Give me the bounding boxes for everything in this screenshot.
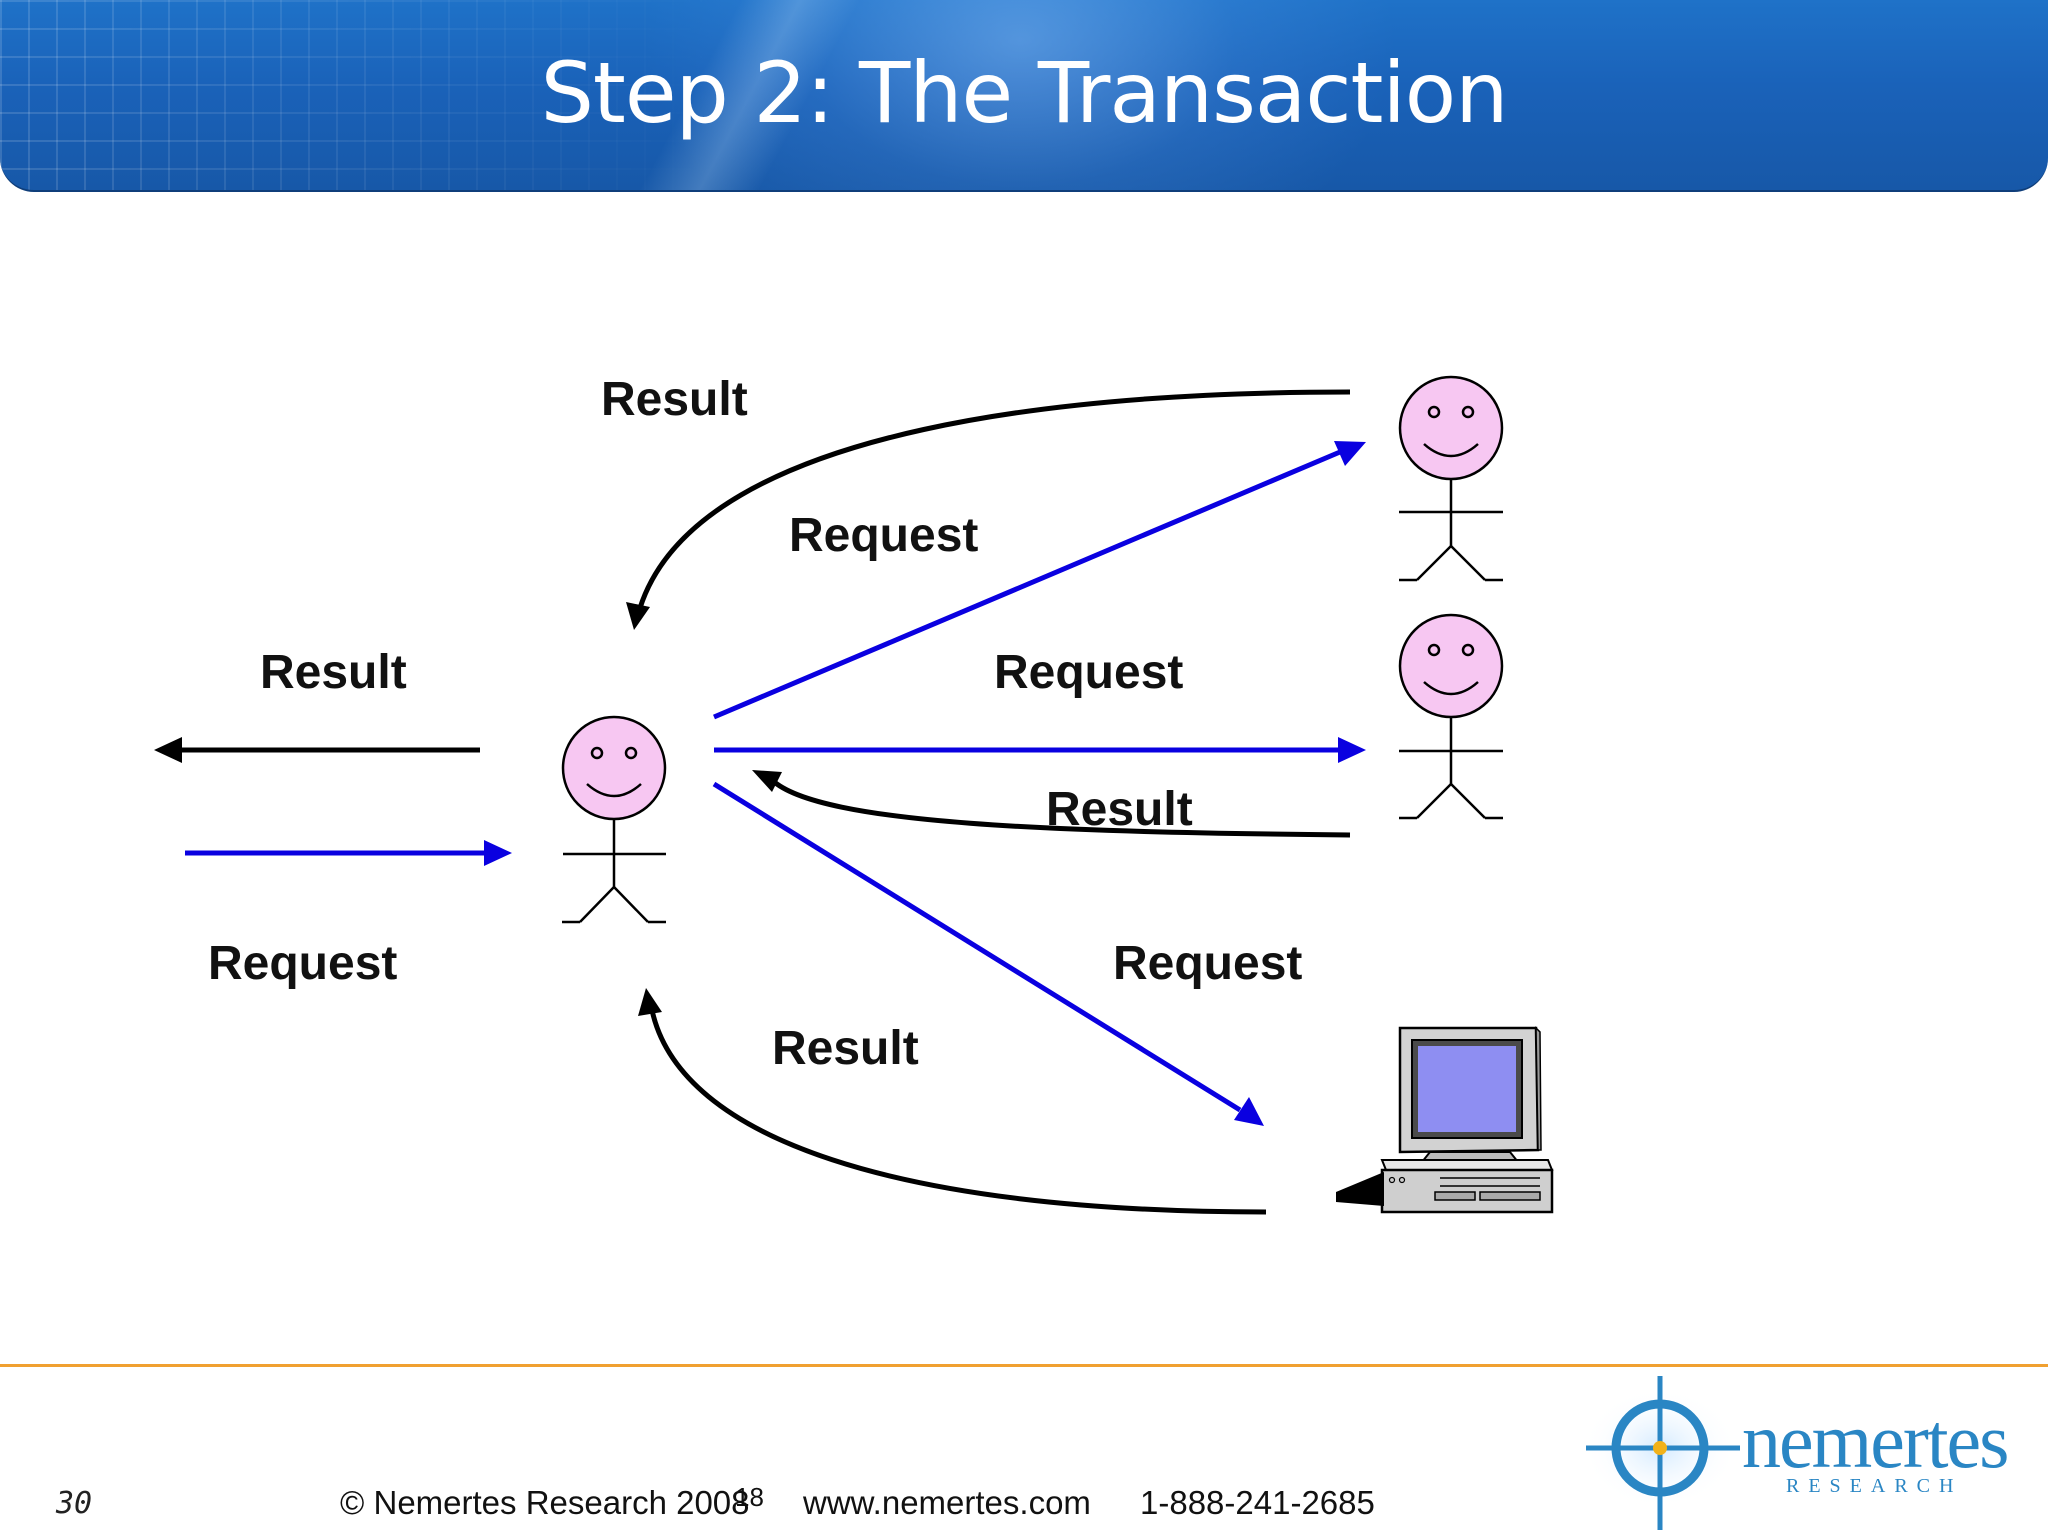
label-result-bottom: Result — [772, 1022, 919, 1075]
overlay-page-number: 18 — [735, 1482, 764, 1512]
middle-right-person-icon — [1398, 613, 1504, 820]
footer-copyright: © Nemertes Research 2008 — [340, 1484, 750, 1521]
arrow-request-middle — [714, 737, 1366, 763]
slide-number: 30 — [56, 1486, 93, 1521]
footer-url: www.nemertes.com — [803, 1484, 1091, 1521]
arrow-request-lower — [712, 781, 1264, 1126]
arrow-result-left — [154, 737, 480, 763]
label-request-lower: Request — [1113, 937, 1303, 990]
label-request-upper: Request — [789, 509, 979, 562]
title-grid-decoration — [0, 0, 720, 190]
label-request-middle: Request — [994, 646, 1184, 699]
arrow-result-middle — [752, 770, 1351, 838]
arrow-request-left — [185, 840, 512, 866]
label-result-middle: Result — [1046, 783, 1193, 836]
footer-phone: 1-888-241-2685 — [1140, 1484, 1375, 1521]
arrow-request-upper — [713, 441, 1366, 720]
title-glow-decoration — [640, 0, 1400, 190]
footer-rule — [0, 1364, 2048, 1367]
label-result-left: Result — [260, 646, 407, 699]
central-person-icon — [561, 715, 667, 924]
nemertes-logo-icon — [1582, 1376, 1740, 1530]
computer-icon — [1336, 1026, 1554, 1214]
arrow-result-top — [626, 389, 1351, 630]
label-request-left: Request — [208, 937, 398, 990]
top-right-person-icon — [1398, 375, 1504, 582]
logo-wordmark: nemertes — [1742, 1397, 2010, 1484]
slide-title: Step 2: The Transaction — [540, 44, 1509, 142]
logo-tagline: RESEARCH — [1786, 1475, 1963, 1497]
title-bar: Step 2: The Transaction — [0, 0, 2048, 192]
label-result-top: Result — [601, 373, 748, 426]
arrow-result-bottom — [638, 988, 1267, 1215]
